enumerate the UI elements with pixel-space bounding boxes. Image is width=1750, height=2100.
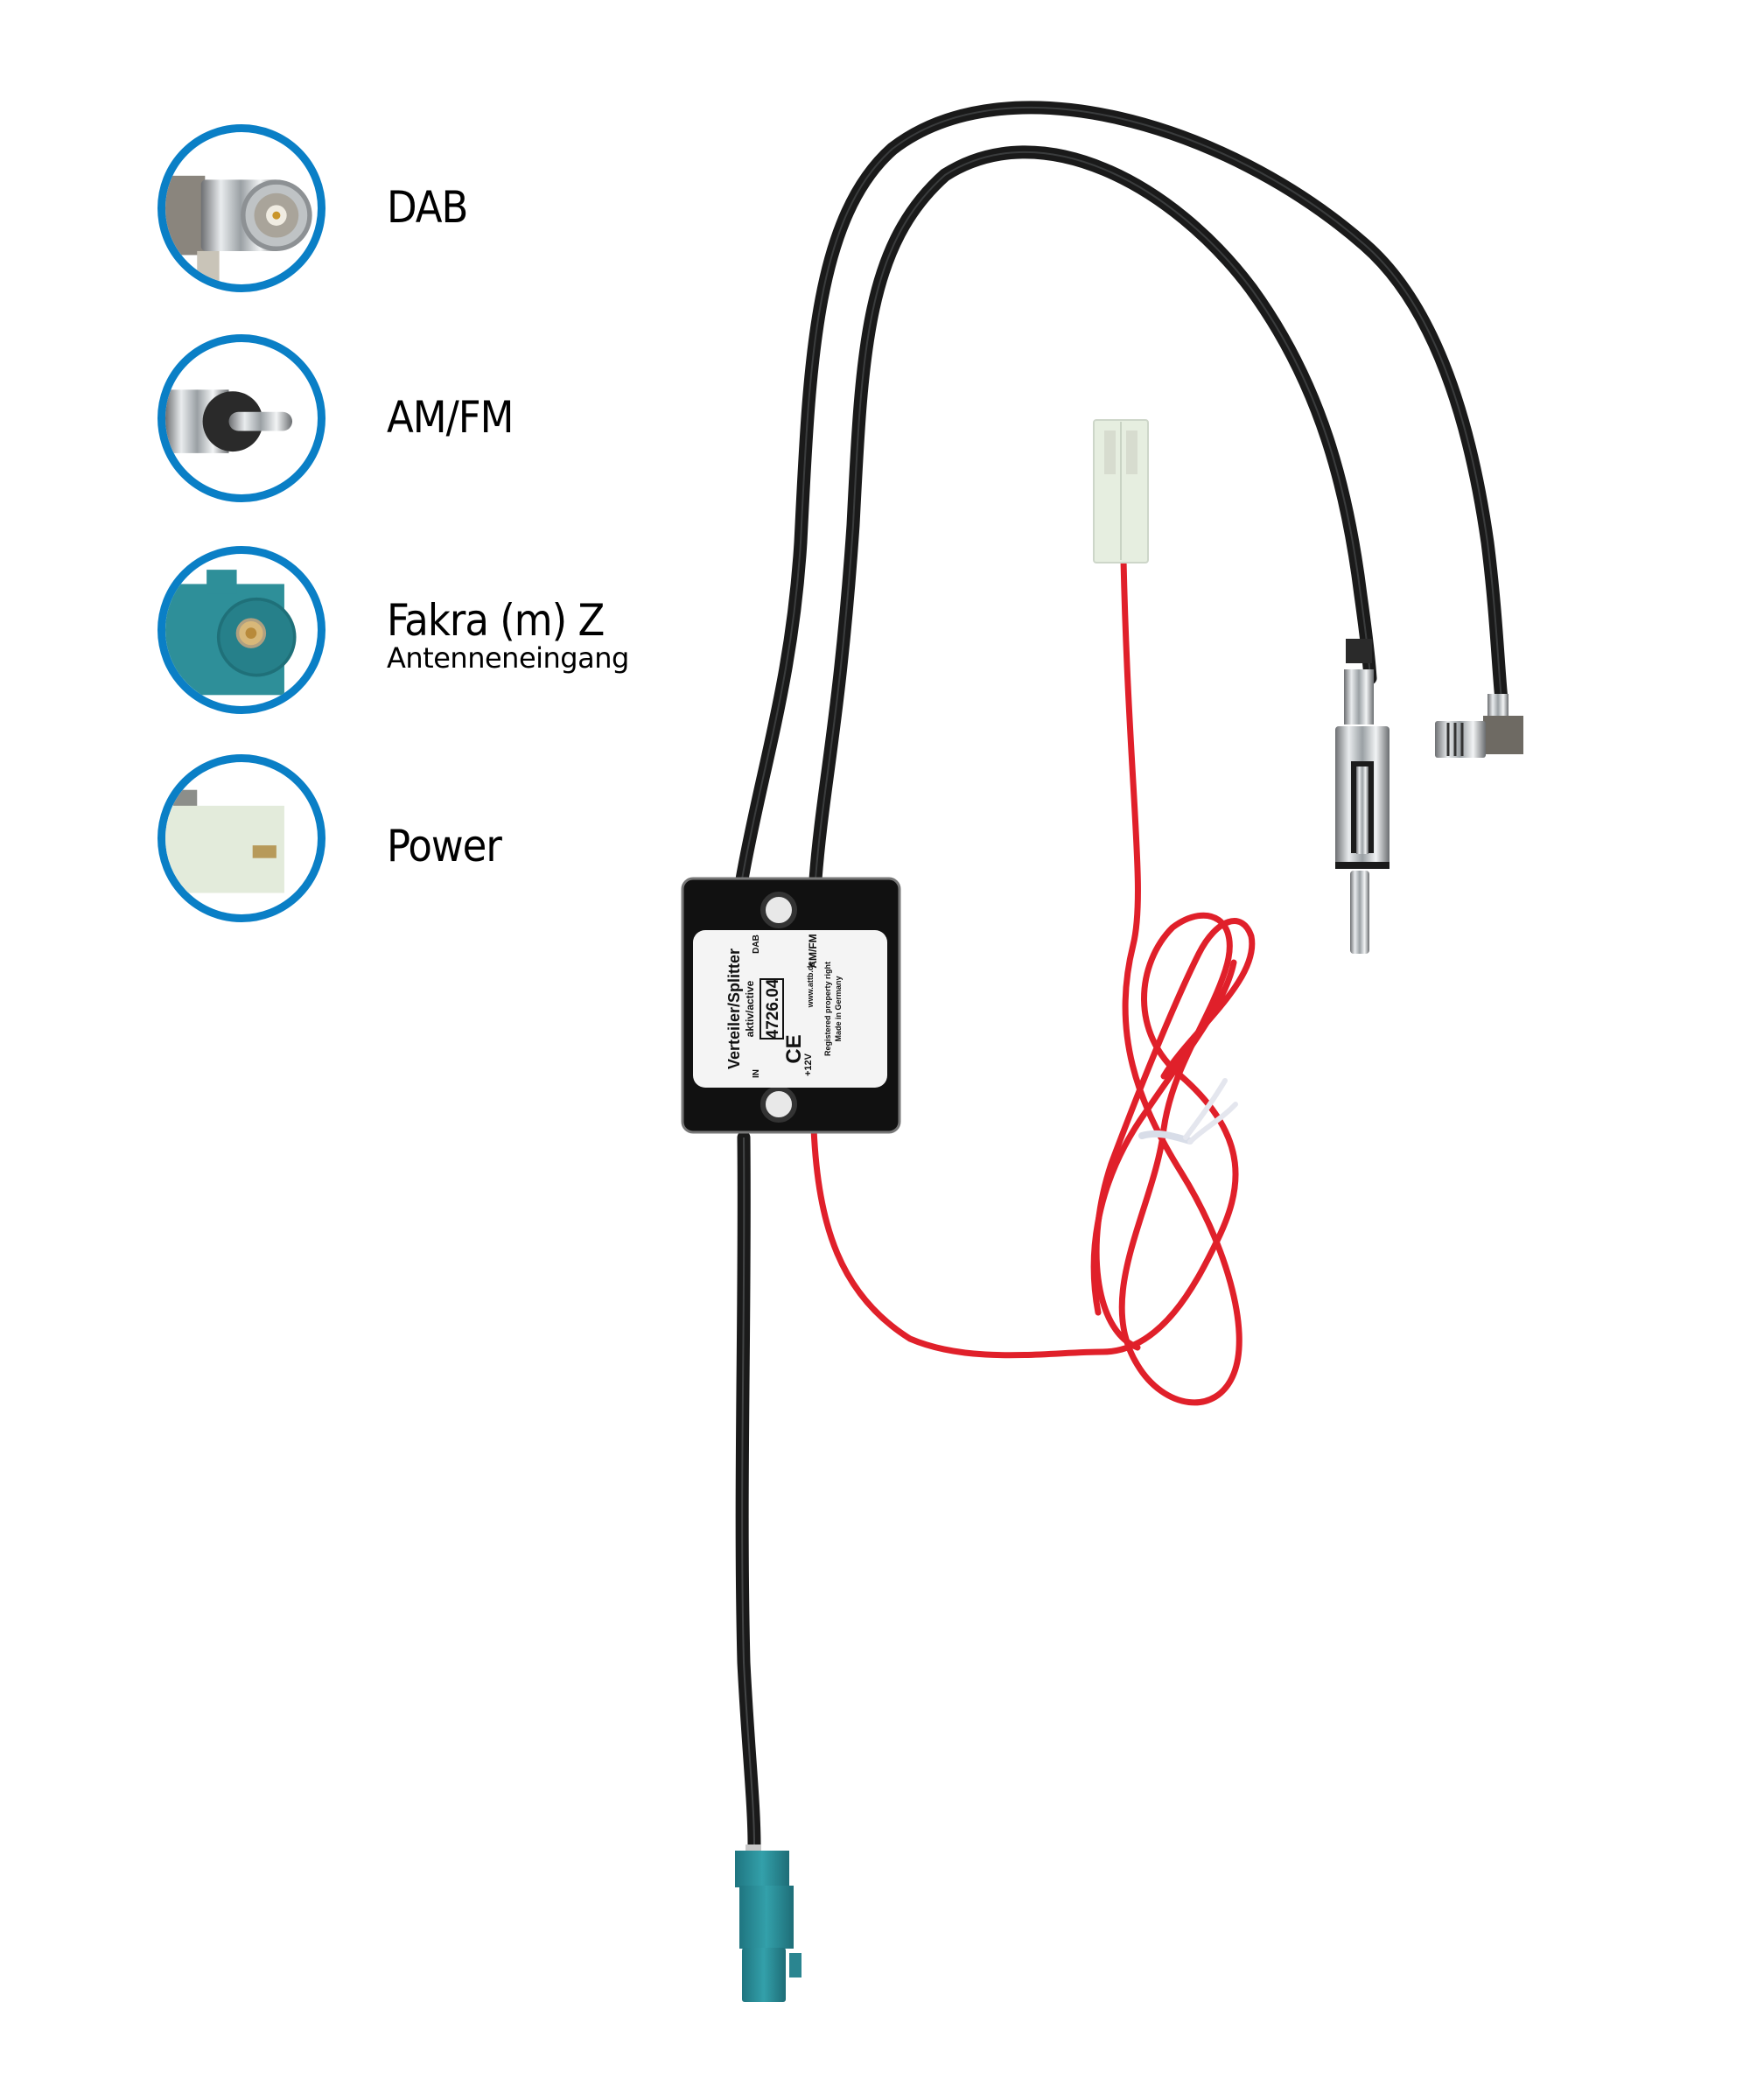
port-dab-label: DAB bbox=[752, 934, 761, 954]
port-amfm-label: AM/FM bbox=[807, 934, 819, 968]
port-in-label: IN bbox=[752, 1069, 761, 1078]
power-connector-icon bbox=[158, 754, 326, 922]
splitter-box: Verteiler/Splitter aktiv/active 4726.04 … bbox=[681, 877, 901, 1134]
dab-plug bbox=[1435, 694, 1523, 758]
amfm-plug bbox=[1335, 639, 1390, 954]
legend-label-power: Power bbox=[387, 821, 502, 872]
power-cable bbox=[810, 556, 1242, 1406]
origin-text: Made in Germany bbox=[834, 976, 843, 1041]
legend-sub-fakra: Antenneneingang bbox=[387, 641, 629, 675]
power-label: +12V bbox=[803, 1053, 814, 1076]
ce-mark: CE bbox=[782, 1034, 806, 1063]
legend-label-dab: DAB bbox=[387, 182, 468, 233]
fakra-plug bbox=[735, 1844, 802, 2002]
device-subtitle: aktiv/active bbox=[744, 980, 756, 1037]
legend-label-amfm: AM/FM bbox=[387, 392, 514, 443]
legend-label-fakra: Fakra (m) Z bbox=[387, 595, 605, 646]
dab-connector-icon bbox=[158, 124, 326, 292]
cable-tie bbox=[1138, 1078, 1238, 1144]
rights-text: Registered property right bbox=[823, 962, 832, 1056]
fakra-connector-icon bbox=[158, 546, 326, 714]
power-plug bbox=[1093, 419, 1149, 564]
device-title: Verteiler/Splitter bbox=[725, 948, 743, 1069]
website: www.attb.de bbox=[806, 962, 815, 1009]
device-model: 4726.04 bbox=[764, 978, 782, 1039]
am-fm-connector-icon bbox=[158, 334, 326, 502]
